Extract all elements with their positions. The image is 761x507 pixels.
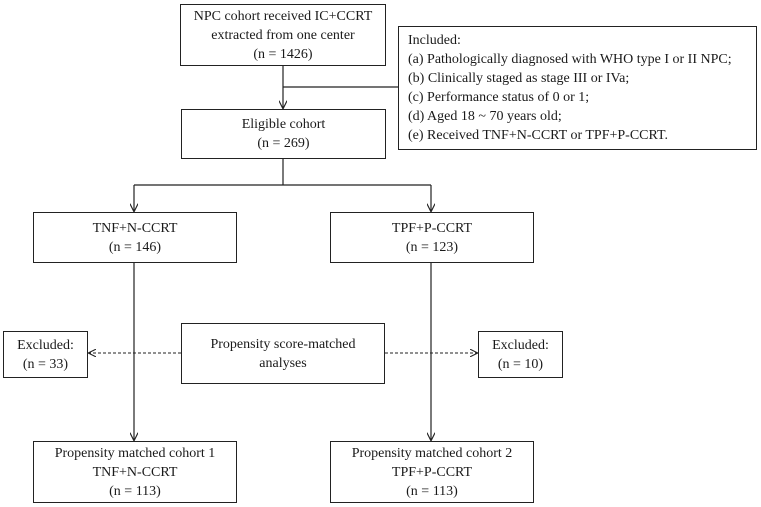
- matched-cohort-2-count: (n = 113): [406, 483, 458, 499]
- excluded-right-title: Excluded:: [492, 337, 549, 353]
- tnf-group-title: TNF+N-CCRT: [92, 220, 178, 236]
- tnf-group-box: TNF+N-CCRT (n = 146): [33, 212, 237, 263]
- tpf-group-title: TPF+P-CCRT: [391, 220, 473, 236]
- matched-cohort-1-count: (n = 113): [109, 483, 161, 499]
- matched-cohort-1-box: Propensity matched cohort 1 TNF+N-CCRT (…: [33, 441, 237, 503]
- inclusion-criteria-box: Included: (a) Pathologically diagnosed w…: [398, 26, 757, 150]
- excluded-right-count: (n = 10): [497, 356, 544, 372]
- eligible-cohort-title: Eligible cohort: [241, 117, 326, 132]
- source-cohort-line-2: extracted from one center: [211, 27, 355, 43]
- psm-analyses-box: Propensity score-matched analyses: [181, 323, 385, 384]
- excluded-left-count: (n = 33): [22, 356, 69, 372]
- matched-cohort-1-title: Propensity matched cohort 1: [54, 445, 216, 461]
- matched-cohort-2-box: Propensity matched cohort 2 TPF+P-CCRT (…: [330, 441, 534, 503]
- excluded-left-box: Excluded: (n = 33): [3, 331, 88, 378]
- inclusion-criterion-e: (e) Received TNF+N-CCRT or TPF+P-CCRT.: [408, 128, 669, 143]
- inclusion-criterion-d: (d) Aged 18 ~ 70 years old;: [408, 109, 562, 124]
- excluded-right-box: Excluded: (n = 10): [478, 331, 563, 378]
- psm-analyses-line-1: Propensity score-matched: [210, 336, 356, 352]
- tnf-group-count: (n = 146): [108, 239, 162, 255]
- matched-cohort-2-regimen: TPF+P-CCRT: [391, 464, 473, 480]
- eligible-cohort-box: Eligible cohort (n = 269): [181, 109, 386, 159]
- inclusion-criterion-a: (a) Pathologically diagnosed with WHO ty…: [408, 52, 732, 67]
- source-cohort-line-1: NPC cohort received IC+CCRT: [193, 8, 373, 24]
- inclusion-heading: Included:: [408, 33, 461, 48]
- source-cohort-box: NPC cohort received IC+CCRT extracted fr…: [180, 4, 386, 66]
- eligible-cohort-count: (n = 269): [257, 136, 310, 151]
- tpf-group-box: TPF+P-CCRT (n = 123): [330, 212, 534, 263]
- source-cohort-line-3: (n = 1426): [253, 46, 313, 62]
- inclusion-criterion-b: (b) Clinically staged as stage III or IV…: [408, 71, 630, 86]
- matched-cohort-2-title: Propensity matched cohort 2: [351, 445, 513, 461]
- tpf-group-count: (n = 123): [405, 239, 459, 255]
- psm-analyses-line-2: analyses: [259, 355, 307, 371]
- inclusion-criterion-c: (c) Performance status of 0 or 1;: [408, 90, 590, 105]
- matched-cohort-1-regimen: TNF+N-CCRT: [92, 464, 178, 480]
- excluded-left-title: Excluded:: [17, 337, 74, 353]
